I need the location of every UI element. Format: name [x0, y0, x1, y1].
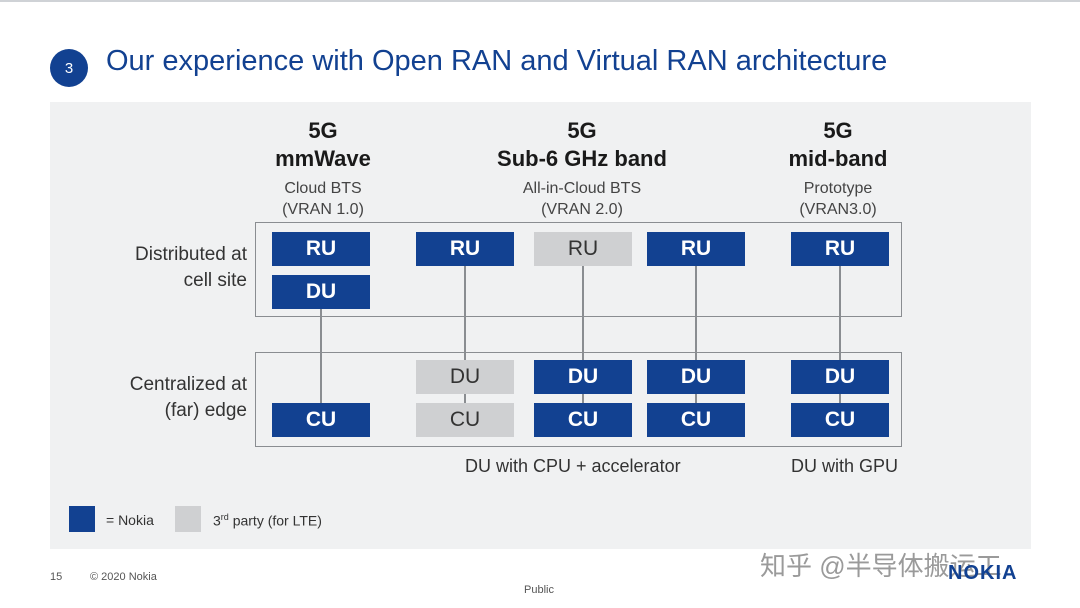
- legend-label-nokia: = Nokia: [106, 512, 154, 528]
- column-header-line2: mmWave: [275, 146, 371, 171]
- column-header-sub2: (VRAN 2.0): [541, 201, 623, 218]
- cu-box-nokia: CU: [272, 403, 370, 437]
- connector-line: [320, 308, 322, 403]
- column-header-line2: mid-band: [788, 146, 888, 171]
- du-box-nokia: DU: [272, 275, 370, 309]
- footer-copyright: © 2020 Nokia: [90, 571, 157, 583]
- column-header-sub1: All-in-Cloud BTS: [522, 180, 642, 197]
- connector-line: [582, 393, 584, 403]
- footer-page-number: 15: [50, 571, 63, 583]
- column-header-line1: 5G: [567, 118, 597, 143]
- column-header-midband: 5G mid-band Prototype (VRAN3.0): [758, 117, 918, 220]
- connector-line: [695, 265, 697, 360]
- row-label-line1: Centralized at: [129, 374, 247, 395]
- footer-classification: Public: [524, 584, 554, 596]
- connector-line: [839, 393, 841, 403]
- column-header-sub6: 5G Sub-6 GHz band All-in-Cloud BTS (VRAN…: [462, 117, 702, 220]
- top-divider: [0, 0, 1080, 2]
- column-header-line2: Sub-6 GHz band: [497, 146, 667, 171]
- legend-label-third-party: 3rd party (for LTE): [213, 512, 322, 529]
- ru-box-nokia: RU: [416, 232, 514, 266]
- du-box-nokia: DU: [791, 360, 889, 394]
- ru-box-third-party: RU: [534, 232, 632, 266]
- row-label-line1: Distributed at: [135, 244, 247, 265]
- legend-swatch-third-party: [175, 506, 201, 532]
- row-label-distributed: Distributed at cell site: [135, 242, 247, 294]
- connector-line: [839, 265, 841, 360]
- row-label-line2: cell site: [183, 270, 247, 291]
- column-header-sub2: (VRAN3.0): [799, 201, 877, 218]
- nokia-logo: NOKIA: [948, 562, 1018, 584]
- legend-third-suffix: party (for LTE): [228, 512, 322, 529]
- legend-third-sup: rd: [220, 512, 229, 522]
- watermark-text: 知乎 @半导体搬运工: [760, 551, 1002, 581]
- ru-box-nokia: RU: [647, 232, 745, 266]
- column-header-line1: 5G: [308, 118, 338, 143]
- cu-box-nokia: CU: [791, 403, 889, 437]
- distributed-group-outline: [255, 222, 902, 317]
- note-du-gpu: DU with GPU: [791, 456, 899, 476]
- du-box-nokia: DU: [647, 360, 745, 394]
- column-header-sub1: Prototype: [803, 180, 873, 197]
- du-box-third-party: DU: [416, 360, 514, 394]
- cu-box-nokia: CU: [647, 403, 745, 437]
- centralized-group-outline: [255, 352, 902, 447]
- row-label-line2: (far) edge: [164, 400, 247, 421]
- cu-box-nokia: CU: [534, 403, 632, 437]
- du-box-nokia: DU: [534, 360, 632, 394]
- column-header-sub1: Cloud BTS: [284, 180, 362, 197]
- connector-line: [464, 265, 466, 360]
- ru-box-nokia: RU: [791, 232, 889, 266]
- slide-title: Our experience with Open RAN and Virtual…: [106, 45, 888, 77]
- row-label-centralized: Centralized at (far) edge: [130, 372, 247, 424]
- legend-third-prefix: 3: [213, 512, 221, 529]
- connector-line: [464, 393, 466, 403]
- cu-box-third-party: CU: [416, 403, 514, 437]
- connector-line: [582, 265, 584, 360]
- column-header-mmwave: 5G mmWave Cloud BTS (VRAN 1.0): [243, 117, 403, 220]
- section-number-badge: 3: [50, 49, 88, 87]
- connector-line: [695, 393, 697, 403]
- diagram-panel: [50, 102, 1031, 549]
- column-header-line1: 5G: [823, 118, 853, 143]
- column-header-sub2: (VRAN 1.0): [282, 201, 364, 218]
- legend-swatch-nokia: [69, 506, 95, 532]
- note-du-accelerator: DU with CPU + accelerator: [465, 456, 681, 476]
- ru-box-nokia: RU: [272, 232, 370, 266]
